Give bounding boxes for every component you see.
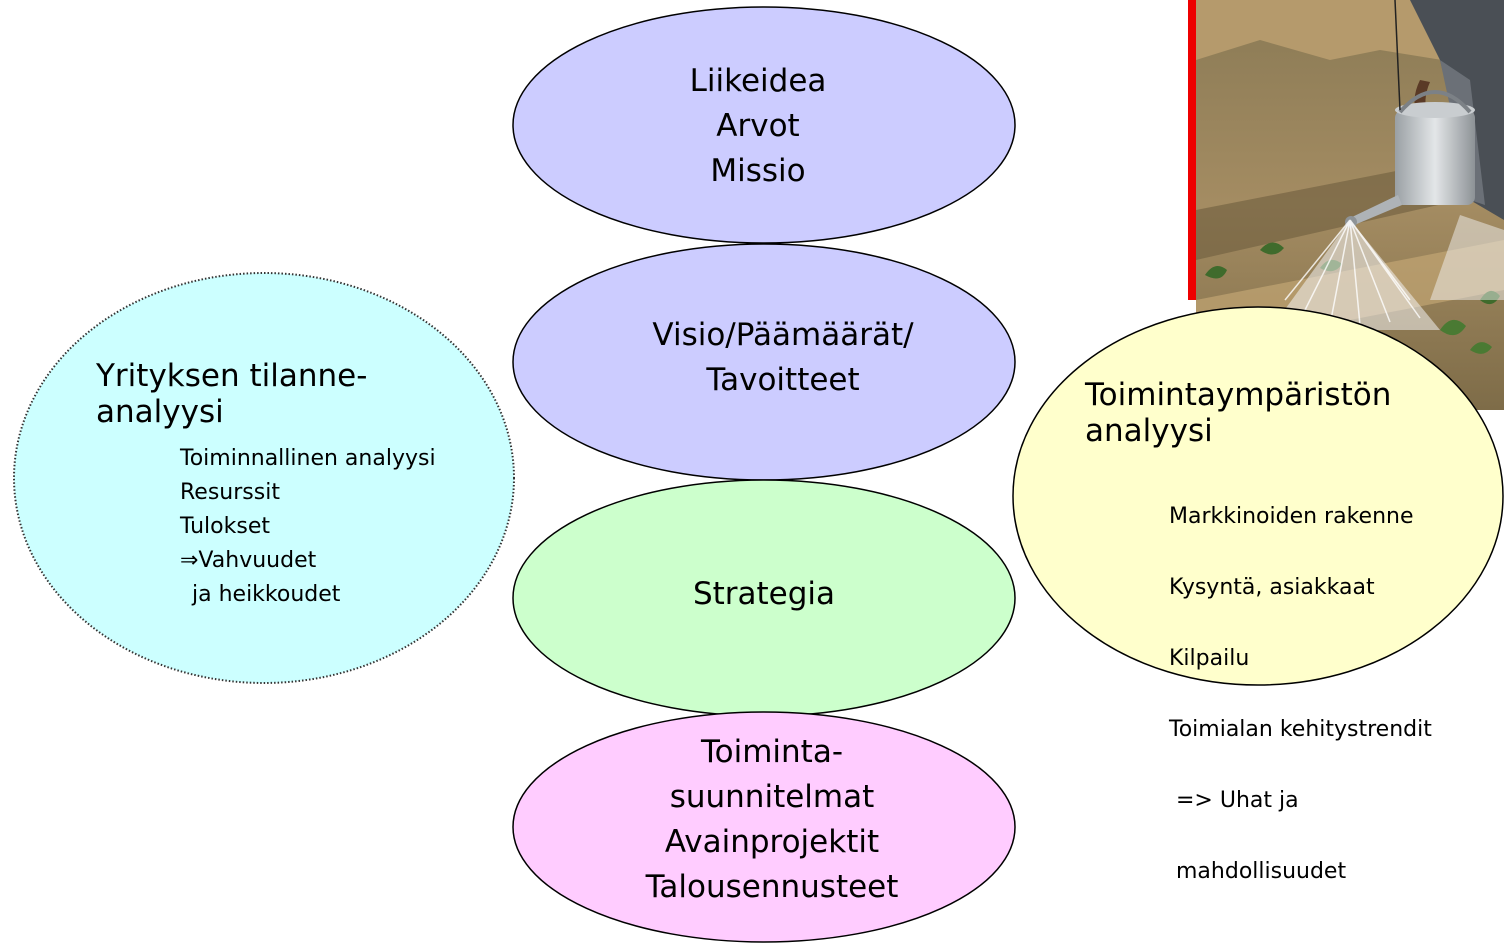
left-oval-items: Toiminnallinen analyysi Resurssit Tuloks… — [180, 442, 436, 612]
right-oval-title-2: analyysi — [1085, 413, 1213, 449]
farmer-photo — [1188, 0, 1504, 410]
arvot-line: Arvot — [716, 108, 800, 144]
left-oval-shape — [13, 272, 515, 684]
left-item-heikkoudet: ja heikkoudet — [192, 582, 341, 607]
left-oval-title-2: analyysi — [96, 394, 224, 430]
avainprojektit-line: Avainprojektit — [664, 824, 880, 860]
tavoitteet-line: Tavoitteet — [706, 362, 860, 398]
left-item-resurssit: Resurssit — [180, 480, 280, 505]
strategia-line: Strategia — [692, 576, 836, 612]
left-item-tulokset: Tulokset — [180, 514, 270, 539]
right-item-markkinat: Markkinoiden rakenne — [1169, 504, 1414, 529]
right-item-uhat: => Uhat ja — [1169, 788, 1299, 813]
left-item-vahvuudet: ⇒Vahvuudet — [180, 548, 317, 573]
missio-line: Missio — [710, 153, 806, 189]
liikeidea-oval-shape — [512, 6, 1016, 244]
right-oval-title-1: Toimintaympäristön — [1085, 377, 1392, 413]
right-item-kysynta: Kysyntä, asiakkaat — [1169, 575, 1375, 600]
right-oval-shape — [1012, 306, 1504, 686]
right-oval-items: Markkinoiden rakenne Kysyntä, asiakkaat … — [1169, 462, 1432, 907]
suunnitelmat-line: suunnitelmat — [669, 779, 875, 815]
toiminta-line: Toiminta- — [700, 734, 844, 770]
right-item-kehitystrendit: Toimialan kehitystrendit — [1169, 717, 1432, 742]
right-item-mahdollisuudet: mahdollisuudet — [1169, 859, 1347, 884]
liikeidea-line: Liikeidea — [689, 63, 827, 99]
visio-oval-text: Visio/Päämäärät/ Tavoitteet — [652, 313, 913, 403]
right-item-kilpailu: Kilpailu — [1169, 646, 1250, 671]
toiminta-oval-shape — [512, 711, 1016, 943]
toiminta-oval-text: Toiminta- suunnitelmat Avainprojektit Ta… — [646, 730, 899, 910]
strategia-oval-text: Strategia — [693, 572, 835, 617]
right-oval-text: Toimintaympäristön analyysi — [1085, 377, 1391, 449]
left-item-toiminnallinen: Toiminnallinen analyysi — [180, 446, 436, 471]
talousennusteet-line: Talousennusteet — [645, 869, 899, 905]
visio-line: Visio/Päämäärät/ — [652, 317, 914, 353]
left-oval-text: Yrityksen tilanne- analyysi — [96, 358, 367, 430]
liikeidea-oval-text: Liikeidea Arvot Missio — [690, 59, 827, 194]
left-oval-title-1: Yrityksen tilanne- — [96, 358, 368, 394]
